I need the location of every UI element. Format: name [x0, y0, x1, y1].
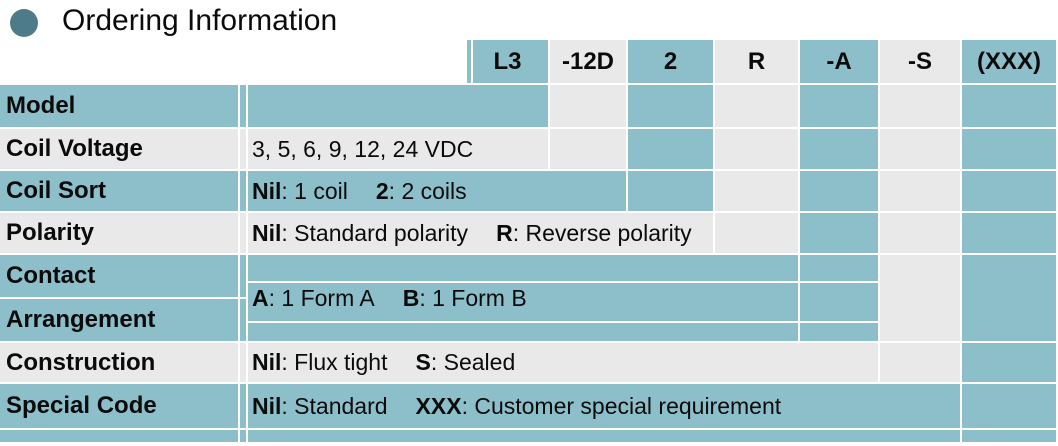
option-text: S: Sealed	[415, 349, 516, 375]
gridline	[0, 297, 246, 299]
gridline	[960, 40, 962, 442]
code-cell-l3: L3	[493, 47, 522, 75]
gridline	[0, 127, 1058, 129]
code-column-r	[715, 40, 798, 253]
row-label-arrangement: Arrangement	[6, 306, 156, 333]
option-text: XXX: Customer special requirement	[415, 392, 782, 419]
label-divider-line	[246, 85, 248, 442]
gridline	[0, 341, 1058, 343]
gridline	[798, 40, 800, 341]
gridline	[0, 253, 1058, 255]
gridline	[0, 169, 1058, 171]
code-column-xxx	[962, 40, 1056, 442]
code-column-a	[800, 40, 878, 341]
gridline	[471, 40, 473, 85]
gridline	[0, 382, 1058, 384]
code-cell-r: R	[747, 47, 766, 75]
row-label-construction: Construction	[6, 348, 156, 376]
value-text: 3, 5, 6, 9, 12, 24 VDC	[252, 135, 474, 162]
gridline	[548, 40, 550, 169]
option-text: 2: 2 coils	[375, 177, 467, 204]
option-text: B: 1 Form B	[402, 284, 527, 311]
row-band-special-code	[0, 384, 1056, 428]
gridline	[248, 321, 878, 323]
gridline	[713, 40, 715, 253]
option-text: R: Reverse polarity	[496, 219, 692, 246]
row-content-coil-voltage: 3, 5, 6, 9, 12, 24 VDC	[252, 129, 473, 169]
gridline	[0, 211, 1058, 213]
code-cell-xxx: (XXX)	[976, 47, 1041, 75]
code-cell-12d: -12D	[561, 47, 615, 75]
gridline	[0, 428, 1058, 430]
row-label-model: Model	[6, 92, 76, 119]
row-content-coil-sort: Nil: 1 coil 2: 2 coils	[252, 171, 467, 211]
code-cell-a: -A	[826, 47, 852, 75]
section-title: Ordering Information	[62, 4, 338, 37]
table-bottom-strip	[0, 430, 1056, 442]
row-content-special-code: Nil: Standard XXX: Customer special requ…	[252, 384, 781, 428]
row-label-contact: Contact	[6, 262, 96, 289]
gridline	[248, 281, 878, 283]
code-cell-s: -S	[908, 47, 932, 75]
row-label-coil-voltage: Coil Voltage	[6, 135, 143, 162]
row-content-contact-arrangement: A: 1 Form A B: 1 Form B	[252, 255, 527, 341]
code-cell-2: 2	[663, 47, 678, 75]
row-label-coil-sort: Coil Sort	[6, 177, 106, 204]
option-text: Nil: Standard	[252, 392, 388, 419]
row-content-polarity: Nil: Standard polarity R: Reverse polari…	[252, 213, 692, 253]
code-column-2	[628, 40, 713, 211]
gridline	[467, 83, 1058, 85]
section-bullet-icon	[10, 9, 38, 37]
row-label-polarity: Polarity	[6, 219, 95, 246]
gridline	[626, 40, 628, 211]
row-content-construction: Nil: Flux tight S: Sealed	[252, 343, 515, 382]
option-text: Nil: Standard polarity	[252, 219, 469, 246]
option-text: A: 1 Form A	[252, 284, 375, 311]
option-text: Nil: Flux tight	[252, 349, 388, 375]
label-divider-line	[238, 85, 240, 442]
code-column-12d	[550, 40, 626, 169]
option-text: Nil: 1 coil	[252, 177, 348, 204]
row-label-special-code: Special Code	[6, 392, 157, 419]
